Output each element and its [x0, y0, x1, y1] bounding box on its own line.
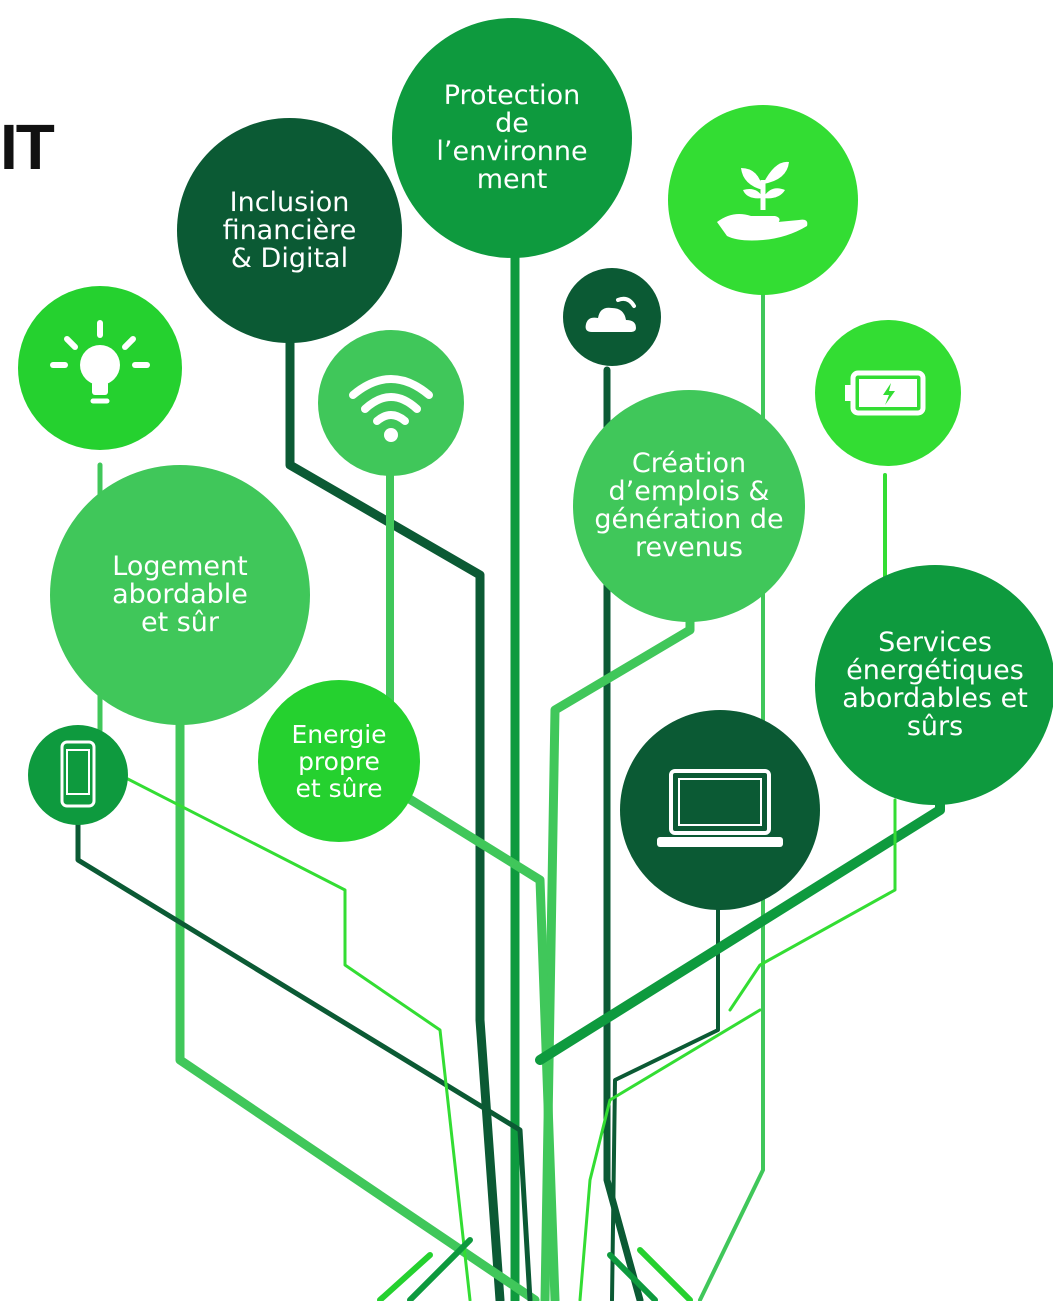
node-protection: Protection de l’environne ment	[392, 18, 632, 258]
node-logement: Logement abordable et sûr	[50, 465, 310, 725]
battery-icon	[845, 370, 926, 416]
node-services-label: Services énergétiques abordables et sûrs	[842, 627, 1028, 742]
branch-phone-b	[118, 773, 472, 1301]
node-creation: Création d’emplois & génération de reven…	[573, 390, 805, 622]
wifi-icon	[349, 375, 433, 442]
node-battery	[815, 320, 961, 466]
node-wifi	[318, 330, 464, 476]
node-laptop	[620, 710, 820, 910]
root-right-a	[607, 1252, 658, 1301]
root-right-b	[637, 1247, 693, 1301]
node-inclusion: Inclusion financière & Digital	[177, 118, 402, 343]
root-left-b	[407, 1237, 473, 1301]
node-smartphone	[28, 725, 128, 825]
branch-creation	[540, 610, 695, 1301]
branch-root-light	[578, 1008, 762, 1301]
root-left-a	[377, 1252, 433, 1301]
branch-laptop	[610, 878, 720, 1301]
node-energie: Energie propre et sûre	[258, 680, 420, 842]
branch-cloud	[603, 366, 644, 1301]
node-logement-label: Logement abordable et sûr	[112, 551, 248, 638]
laptop-icon	[657, 769, 783, 847]
node-energie-label: Energie propre et sûre	[291, 719, 387, 803]
node-plant	[668, 105, 858, 295]
smartphone-icon	[60, 740, 96, 808]
branch-phone-a	[75, 807, 533, 1301]
branch-logement	[175, 695, 540, 1301]
page-title: IT	[0, 111, 55, 183]
node-creation-label: Création d’emplois & génération de reven…	[594, 448, 784, 563]
lightbulb-icon	[50, 320, 150, 404]
plant-in-hand-icon	[717, 161, 808, 241]
node-inclusion-label: Inclusion financière & Digital	[222, 186, 357, 274]
cloud-icon	[585, 296, 636, 332]
node-protection-label: Protection de l’environne ment	[436, 80, 588, 195]
node-lightbulb	[18, 286, 182, 450]
branch-energie	[390, 785, 560, 1301]
branch-services-light	[728, 798, 897, 1012]
node-services: Services énergétiques abordables et sûrs	[815, 565, 1053, 805]
branch-inclusion	[285, 315, 505, 1301]
node-cloud	[563, 268, 661, 366]
